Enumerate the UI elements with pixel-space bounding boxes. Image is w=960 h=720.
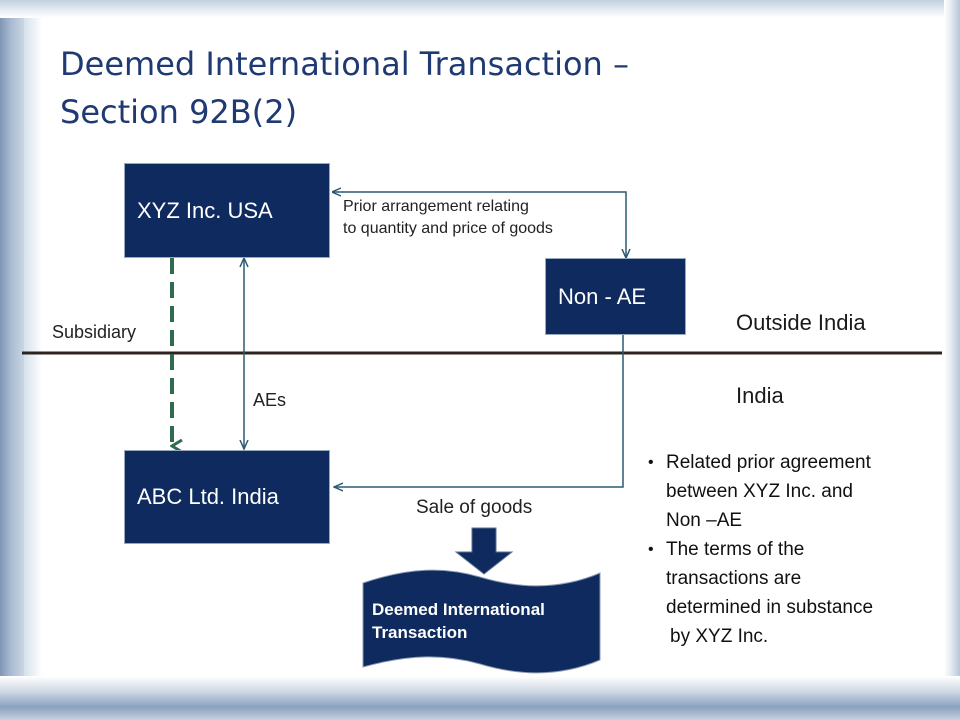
notes-bullet-1: Related prior agreement between XYZ Inc.… [648,448,948,535]
xyz-inc-usa-box: XYZ Inc. USA [124,163,330,258]
sale-of-goods-connector [334,334,624,487]
slide-frame-left-highlight [24,0,42,720]
prior-arrangement-connector [333,192,626,258]
prior-arrangement-label: Prior arrangement relating to quantity a… [343,196,553,240]
prior-arrangement-line2: to quantity and price of goods [343,220,553,237]
slide-title-line2: Section 92B(2) [60,93,298,131]
bullet2-line2: transactions are [666,568,802,589]
bullet2-line4: by XYZ Inc. [670,626,769,647]
abc-ltd-india-box: ABC Ltd. India [124,450,330,544]
bullet1-line3: Non –AE [666,510,743,531]
india-label: India [736,383,784,408]
non-ae-label: Non - AE [558,283,647,309]
subsidiary-label: Subsidiary [52,322,137,342]
deemed-banner-line2: Transaction [372,623,468,642]
slide-frame-left [0,0,24,720]
bullet1-line2: between XYZ Inc. and [666,481,853,502]
non-ae-box: Non - AE [545,258,686,335]
outside-india-label: Outside India [736,310,866,335]
bullet2-line3: determined in substance [666,597,874,618]
notes-bullet-list: Related prior agreement between XYZ Inc.… [648,448,948,651]
block-down-arrow [454,527,514,575]
slide-frame-top [0,0,960,18]
slide-frame-right [944,0,960,720]
deemed-banner-line1: Deemed International [372,600,545,619]
bullet2-line1: The terms of the [666,539,805,560]
notes-bullet-2: The terms of the transactions are determ… [648,535,948,651]
xyz-inc-usa-label: XYZ Inc. USA [137,197,273,223]
sale-of-goods-label: Sale of goods [416,497,533,518]
aes-label: AEs [253,390,287,410]
slide-title-line1: Deemed International Transaction – [60,45,629,83]
slide-title: Deemed International Transaction – Secti… [60,40,629,136]
deemed-transaction-banner-text: Deemed International Transaction [372,598,597,644]
deemed-transaction-banner-shape [362,569,601,674]
abc-ltd-india-label: ABC Ltd. India [137,484,279,509]
slide-frame-bottom [0,676,960,720]
bullet1-line1: Related prior agreement [666,452,871,473]
prior-arrangement-line1: Prior arrangement relating [343,198,529,215]
